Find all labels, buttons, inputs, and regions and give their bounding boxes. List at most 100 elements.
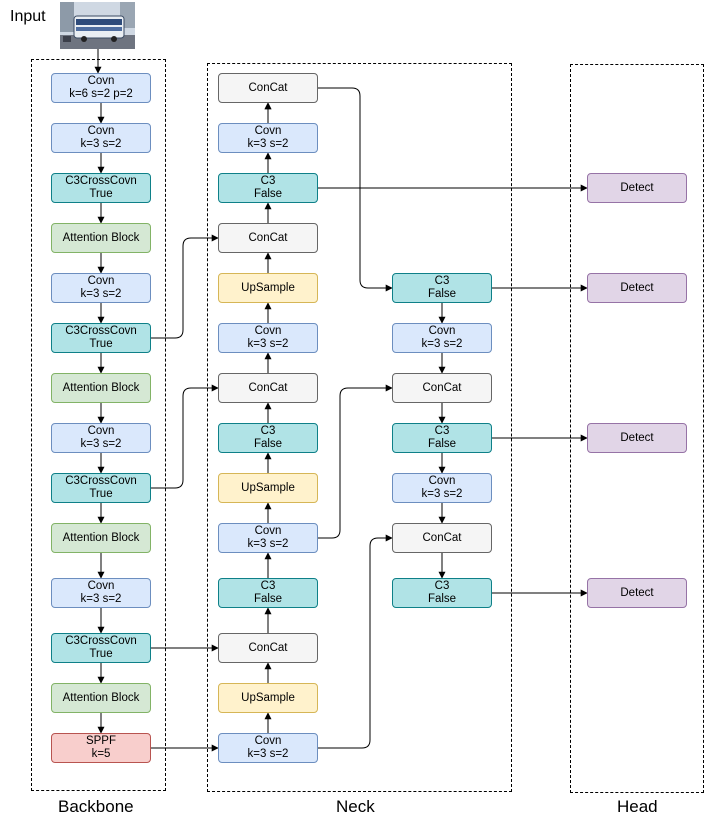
node-text-line: k=3 s=2 <box>421 488 463 500</box>
node-text-line: Covn <box>428 475 456 487</box>
node-text-line: k=3 s=2 <box>80 438 122 450</box>
detect-node-h4: Detect <box>587 578 687 608</box>
upsample-node-n13: UpSample <box>218 683 318 713</box>
upsample-node-n9: UpSample <box>218 473 318 503</box>
node-text-line: Attention Block <box>62 531 140 544</box>
attention-node-b4: Attention Block <box>51 223 151 253</box>
node-text-line: ConCat <box>422 381 462 394</box>
concat-node-n1: ConCat <box>218 73 318 103</box>
node-text-line: Covn <box>87 75 115 87</box>
node-text-line: Attention Block <box>62 691 140 704</box>
node-text-line: k=3 s=2 <box>80 593 122 605</box>
node-text-line: Covn <box>254 125 282 137</box>
node-text-line: False <box>253 438 283 450</box>
node-text-line: ConCat <box>248 231 288 244</box>
head-frame <box>570 64 704 793</box>
node-text-line: k=3 s=2 <box>247 138 289 150</box>
arrow-b9-to-n7 <box>151 384 219 489</box>
backbone-frame <box>31 59 166 791</box>
head-label: Head <box>617 797 658 816</box>
node-text-line: False <box>427 288 457 300</box>
node-text-line: Covn <box>87 125 115 137</box>
node-text-line: Covn <box>254 525 282 537</box>
node-text-line: Attention Block <box>62 381 140 394</box>
neck-frame <box>207 63 512 792</box>
node-text-line: k=3 s=2 <box>247 338 289 350</box>
node-text-line: k=3 s=2 <box>80 288 122 300</box>
detect-node-h3: Detect <box>587 423 687 453</box>
upsample-node-n5: UpSample <box>218 273 318 303</box>
node-text-line: C3CrossCovn <box>65 475 137 487</box>
node-text-line: C3 <box>434 275 450 287</box>
arrow-n10-to-r3 <box>318 384 393 539</box>
detect-node-h2: Detect <box>587 273 687 303</box>
node-text-line: k=5 <box>91 748 111 760</box>
node-text-line: k=3 s=2 <box>247 748 289 760</box>
attention-node-b7: Attention Block <box>51 373 151 403</box>
detect-node-h1: Detect <box>587 173 687 203</box>
node-text-line: C3CrossCovn <box>65 175 137 187</box>
node-text-line: False <box>253 188 283 200</box>
input-image <box>60 2 135 49</box>
node-text-line: k=3 s=2 <box>421 338 463 350</box>
attention-node-b13: Attention Block <box>51 683 151 713</box>
node-text-line: C3 <box>434 425 450 437</box>
node-text-line: True <box>89 488 113 500</box>
backbone-label: Backbone <box>58 797 134 816</box>
node-text-line: True <box>89 338 113 350</box>
node-text-line: SPPF <box>85 735 117 747</box>
node-text-line: ConCat <box>422 531 462 544</box>
connection-arrows <box>94 49 588 752</box>
node-text-line: False <box>253 593 283 605</box>
node-text-line: Covn <box>87 275 115 287</box>
node-text-line: True <box>89 648 113 660</box>
node-text-line: C3 <box>434 580 450 592</box>
node-text-line: True <box>89 188 113 200</box>
node-text-line: False <box>427 593 457 605</box>
node-text-line: k=6 s=2 p=2 <box>69 88 133 100</box>
node-text-line: Covn <box>428 325 456 337</box>
node-text-line: UpSample <box>241 481 295 494</box>
node-text-line: Covn <box>87 580 115 592</box>
concat-node-n12: ConCat <box>218 633 318 663</box>
node-text-line: C3CrossCovn <box>65 635 137 647</box>
node-text-line: Covn <box>87 425 115 437</box>
input-label: Input <box>10 8 46 25</box>
concat-node-r3: ConCat <box>392 373 492 403</box>
node-text-line: C3 <box>260 175 276 187</box>
bus-image-icon <box>60 2 135 49</box>
concat-node-n7: ConCat <box>218 373 318 403</box>
arrow-b6-to-n4 <box>151 234 219 339</box>
node-text-line: C3 <box>260 425 276 437</box>
attention-node-b10: Attention Block <box>51 523 151 553</box>
node-text-line: k=3 s=2 <box>80 138 122 150</box>
arrow-n14-to-r6 <box>318 534 393 749</box>
node-text-line: C3CrossCovn <box>65 325 137 337</box>
node-text-line: False <box>427 438 457 450</box>
node-text-line: Detect <box>620 431 654 444</box>
concat-node-r6: ConCat <box>392 523 492 553</box>
node-text-line: ConCat <box>248 381 288 394</box>
concat-node-n4: ConCat <box>218 223 318 253</box>
